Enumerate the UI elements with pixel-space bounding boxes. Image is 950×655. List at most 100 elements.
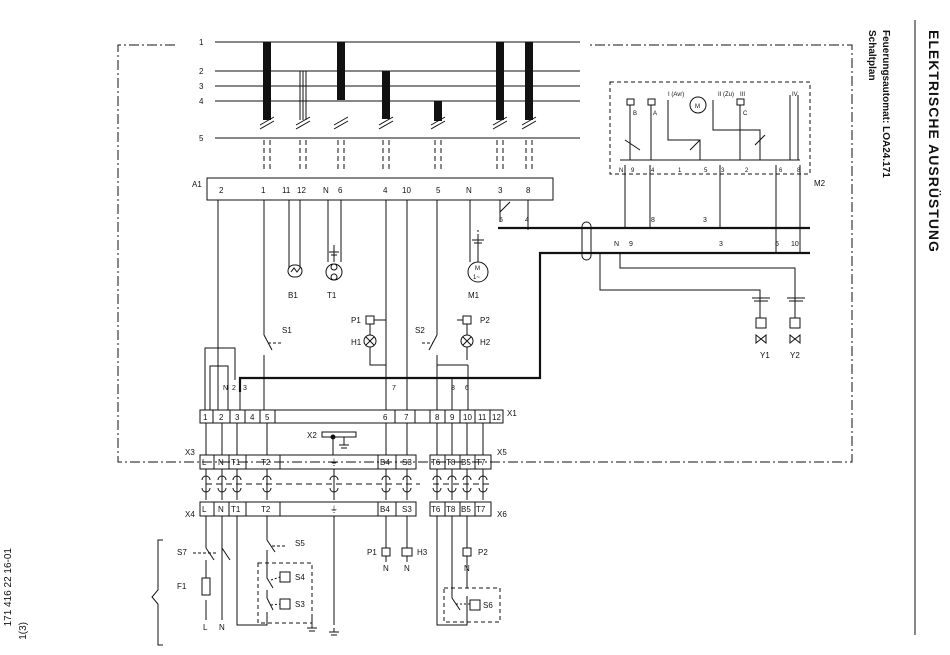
svg-text:9: 9: [631, 168, 635, 174]
svg-text:M: M: [695, 104, 700, 110]
plug-contacts: [201, 469, 490, 500]
m2-output-marks: 6 10: [775, 241, 799, 248]
s2-label: S2: [415, 326, 425, 335]
svg-text:1: 1: [678, 168, 682, 174]
x2-label: X2: [307, 431, 317, 440]
drawing-subtitle-type: Schaltplan: [866, 30, 877, 81]
drawing-title: ELEKTRISCHE AUSRÜSTUNG: [926, 30, 942, 253]
a1-terminal-labels: 2 1 11 12 N 6 4 10 5 N 3 8: [219, 186, 531, 195]
svg-text:4: 4: [525, 217, 529, 224]
svg-text:N: N: [323, 186, 329, 195]
f1-label: F1: [177, 582, 187, 591]
s6-pressure-switch-group: [443, 587, 501, 623]
harness-branch-wires: [499, 165, 801, 305]
svg-text:II (Zu): II (Zu): [718, 92, 734, 98]
bus-label-4: 4: [199, 97, 204, 106]
h3-fault-lamp: [401, 547, 413, 562]
svg-text:T2: T2: [261, 505, 271, 514]
x3-dividers: [213, 455, 397, 469]
svg-text:T1: T1: [231, 458, 241, 467]
svg-text:8: 8: [526, 186, 531, 195]
x4-label: X4: [185, 510, 195, 519]
svg-text:L: L: [202, 505, 207, 514]
svg-text:8: 8: [435, 413, 440, 422]
t1-ignition-transformer: [325, 245, 343, 281]
svg-text:6: 6: [338, 186, 343, 195]
m1-subtext: 1~: [473, 275, 480, 281]
svg-text:C: C: [743, 111, 748, 117]
p1-bottom-label: P1: [367, 548, 377, 557]
svg-text:9: 9: [450, 413, 455, 422]
m1-label: M1: [468, 291, 480, 300]
s7-main-switch: [193, 547, 231, 561]
svg-text:⏚: ⏚: [330, 458, 338, 467]
svg-text:N: N: [619, 168, 623, 174]
svg-text:T2: T2: [261, 458, 271, 467]
svg-text:⏚: ⏚: [330, 505, 338, 514]
svg-text:B5: B5: [461, 458, 471, 467]
svg-text:T6: T6: [431, 505, 441, 514]
svg-text:N: N: [614, 241, 619, 248]
svg-text:5: 5: [704, 168, 708, 174]
x6-dividers: [444, 502, 476, 516]
svg-text:T7: T7: [476, 458, 486, 467]
h2-lamp: [460, 334, 474, 360]
svg-text:12: 12: [492, 413, 501, 422]
svg-text:III: III: [740, 92, 745, 98]
s4-label: S4: [295, 573, 305, 582]
s6-label: S6: [483, 601, 493, 610]
svg-text:11: 11: [282, 186, 291, 195]
s7-label: S7: [177, 548, 187, 557]
svg-text:6: 6: [383, 413, 388, 422]
h1-label: H1: [351, 338, 362, 347]
p1-counter: [365, 315, 386, 335]
p1-hour-counter: [381, 547, 391, 562]
svg-text:6: 6: [779, 168, 783, 174]
svg-text:6: 6: [775, 241, 779, 248]
svg-text:N: N: [223, 385, 228, 392]
svg-text:8: 8: [797, 168, 801, 174]
svg-text:8: 8: [451, 385, 455, 392]
svg-text:T8: T8: [446, 458, 456, 467]
svg-text:B4: B4: [380, 458, 390, 467]
bus-label-1: 1: [199, 38, 204, 47]
h2-label: H2: [480, 338, 491, 347]
x1-dividers: [212, 410, 491, 423]
drawing-subtitle-device: Feuerungsautomat: LOA24.171: [880, 30, 891, 178]
p2-counter: [457, 315, 472, 335]
x3-connector: [199, 454, 417, 470]
h3-label: H3: [417, 548, 428, 557]
p1-neutral-label: N: [383, 564, 389, 573]
p2-bottom-label: P2: [478, 548, 488, 557]
svg-text:2: 2: [219, 413, 224, 422]
svg-text:T8: T8: [446, 505, 456, 514]
h3-neutral-label: N: [404, 564, 410, 573]
m2-internal-wiring: [620, 95, 800, 161]
bus-tap-continuations: [259, 116, 537, 172]
y2-valve: [787, 297, 805, 345]
supply-l-label: L: [203, 623, 208, 632]
svg-text:12: 12: [297, 186, 306, 195]
a1-vertical-wires: [217, 200, 529, 410]
svg-text:4: 4: [651, 168, 655, 174]
svg-text:4: 4: [250, 413, 255, 422]
thick-harness: [238, 226, 810, 392]
svg-text:7: 7: [404, 413, 409, 422]
x6-terminal-labels: T6 T8 B5 T7: [431, 505, 486, 514]
svg-text:B: B: [633, 111, 637, 117]
x1-drops: [437, 364, 469, 410]
svg-text:5: 5: [499, 217, 503, 224]
field-wiring: [205, 516, 468, 636]
svg-text:B4: B4: [380, 505, 390, 514]
svg-text:10: 10: [402, 186, 411, 195]
svg-text:3: 3: [243, 385, 247, 392]
supply-n-label: N: [219, 623, 225, 632]
p2-neutral-label: N: [464, 564, 470, 573]
svg-text:10: 10: [463, 413, 472, 422]
bus-tap-thin: [299, 71, 307, 120]
a1-label: A1: [192, 180, 202, 189]
bus-lines: [215, 41, 580, 139]
b1-flame-sensor: [287, 264, 303, 278]
t1-label: T1: [327, 291, 337, 300]
